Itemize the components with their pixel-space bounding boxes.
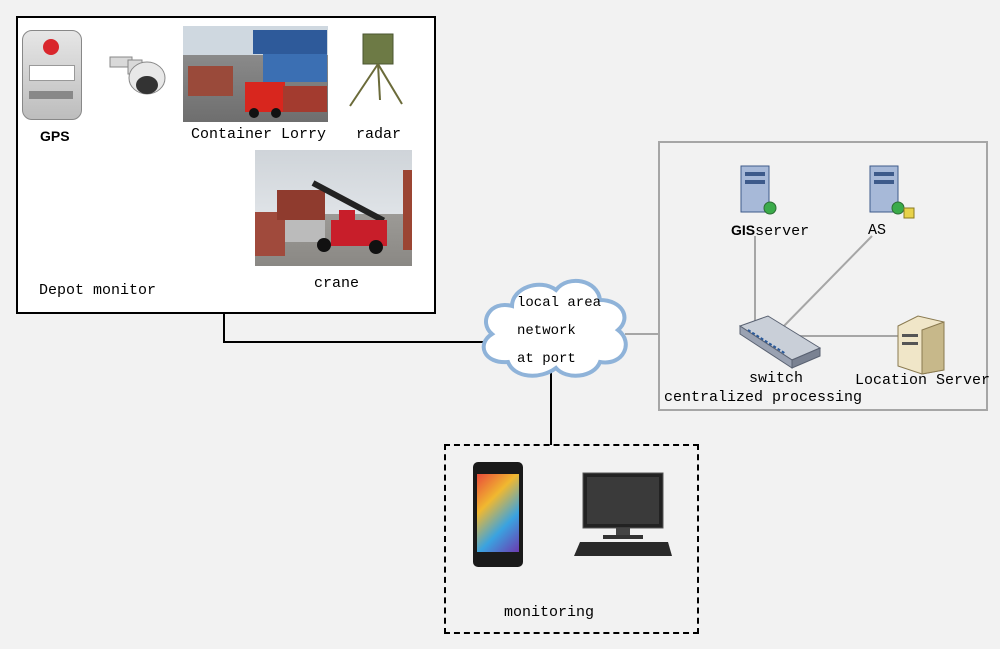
monitoring-title: monitoring [504,604,595,621]
location-server-label: Location Server [855,372,991,389]
gps-device-image [22,30,82,120]
network-label-line1: local area [517,295,602,311]
container-lorry-label: Container Lorry [191,126,327,143]
server-text: server [755,223,810,240]
network-label-line3: at port [517,351,576,367]
switch-label: switch [749,370,804,387]
crane-label: crane [314,275,360,292]
gps-label: GPS [40,128,70,144]
depot-to-network-link [223,312,496,343]
smartphone-image [473,462,523,567]
as-to-switch-link [779,235,873,331]
depot-monitor-title: Depot monitor [39,282,157,299]
gis-server-label: GISserver [731,222,809,240]
monitoring-box [444,444,699,634]
crane-image [255,150,412,266]
as-label: AS [868,222,887,239]
network-label-line2: network [517,323,576,339]
radar-label: radar [356,126,402,143]
centralized-processing-title: centralized processing [664,389,863,406]
gis-bold-text: GIS [731,222,756,238]
container-lorry-image [183,26,328,122]
